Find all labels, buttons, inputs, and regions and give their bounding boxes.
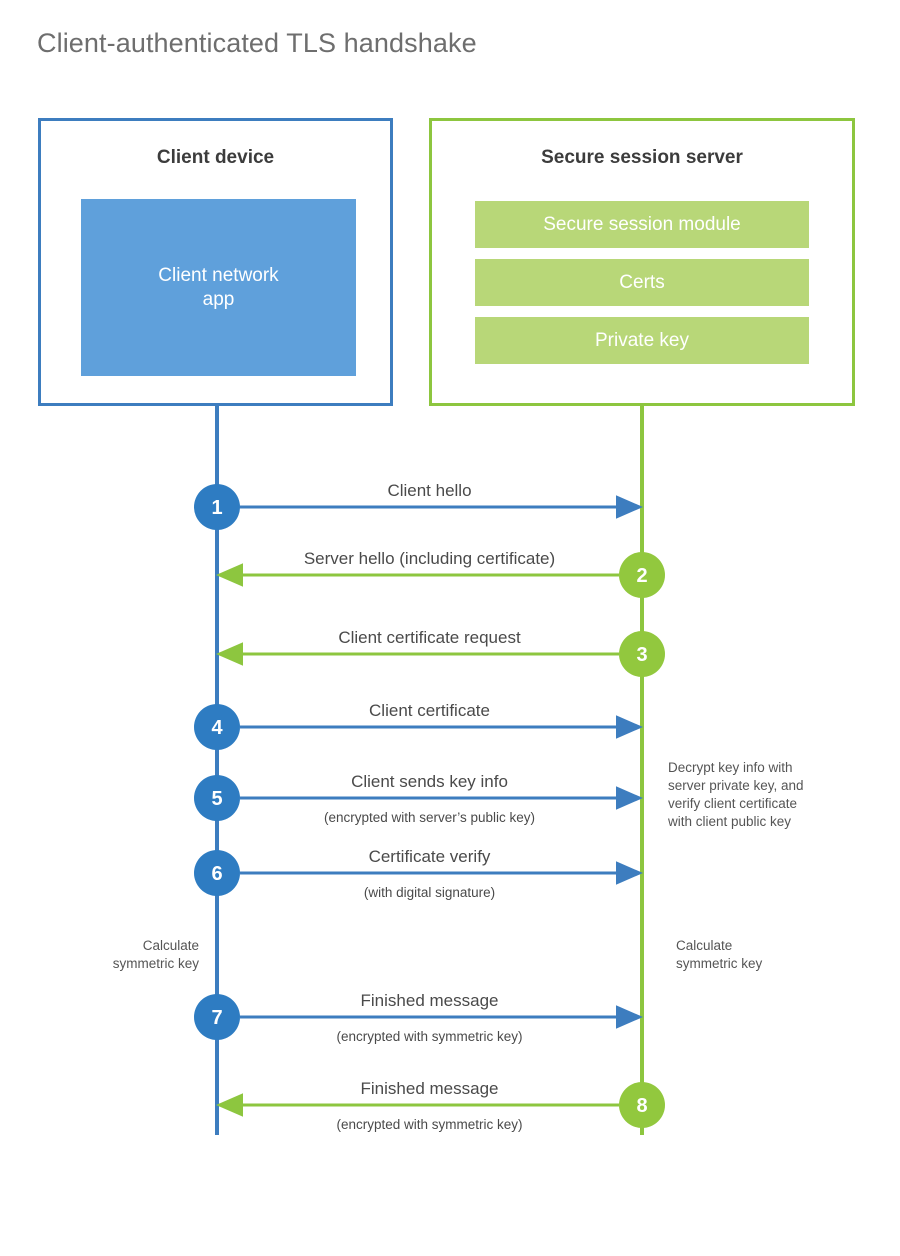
step-marker-3[interactable] xyxy=(619,631,665,677)
message-label-7: Finished message xyxy=(361,991,499,1010)
message-sublabel-7: (encrypted with symmetric key) xyxy=(336,1029,522,1044)
server-calculate-note: Calculate symmetric key xyxy=(676,938,763,971)
step-number-4: 4 xyxy=(211,717,223,739)
step-marker-6[interactable] xyxy=(194,850,240,896)
step-number-1: 1 xyxy=(211,497,222,519)
server-module-item: Certs xyxy=(475,259,809,306)
annotation-line: Calculate xyxy=(143,938,199,953)
step-marker-8[interactable] xyxy=(619,1082,665,1128)
step-number-6: 6 xyxy=(211,863,222,885)
step-number-3: 3 xyxy=(636,644,647,666)
client-device-title: Client device xyxy=(156,147,275,168)
secure-session-server-title: Secure session server xyxy=(541,147,743,168)
annotation-line: verify client certificate xyxy=(668,796,797,811)
message-sublabel-5: (encrypted with server’s public key) xyxy=(324,810,535,825)
server-module-item: Secure session module xyxy=(475,201,809,248)
message-label-5: Client sends key info xyxy=(351,772,508,791)
step-marker-1[interactable] xyxy=(194,484,240,530)
message-label-1: Client hello xyxy=(387,481,471,500)
step-marker-7[interactable] xyxy=(194,994,240,1040)
server-module-list: Secure session module Certs Private key xyxy=(475,201,809,364)
annotation-line: with client public key xyxy=(667,814,791,829)
annotation-line: symmetric key xyxy=(676,956,763,971)
secure-session-server-box: Secure session server Secure session mod… xyxy=(429,118,855,406)
lifelines xyxy=(215,406,644,1135)
server-module-item: Private key xyxy=(475,317,809,364)
step-marker-5[interactable] xyxy=(194,775,240,821)
message-sublabel-8: (encrypted with symmetric key) xyxy=(336,1117,522,1132)
annotation-line: Calculate xyxy=(676,938,732,953)
message-label-2: Server hello (including certificate) xyxy=(304,549,555,568)
step-number-2: 2 xyxy=(636,565,647,587)
annotation-line: server private key, and xyxy=(668,778,804,793)
step-marker-2[interactable] xyxy=(619,552,665,598)
step-marker-4[interactable] xyxy=(194,704,240,750)
message-label-6: Certificate verify xyxy=(369,847,491,866)
annotation-line: Decrypt key info with xyxy=(668,760,793,775)
step-number-5: 5 xyxy=(211,788,222,810)
message-sublabel-6: (with digital signature) xyxy=(364,885,495,900)
server-decrypt-note: Decrypt key info with server private key,… xyxy=(667,760,804,829)
message-label-8: Finished message xyxy=(361,1079,499,1098)
step-number-8: 8 xyxy=(636,1095,647,1117)
step-number-7: 7 xyxy=(211,1007,222,1029)
message-label-3: Client certificate request xyxy=(338,628,521,647)
annotation-line: symmetric key xyxy=(113,956,200,971)
client-calculate-note: Calculate symmetric key xyxy=(113,938,200,971)
annotation-group: Decrypt key info with server private key,… xyxy=(113,760,804,971)
page-title: Client-authenticated TLS handshake xyxy=(37,28,477,58)
message-label-4: Client certificate xyxy=(369,701,490,720)
